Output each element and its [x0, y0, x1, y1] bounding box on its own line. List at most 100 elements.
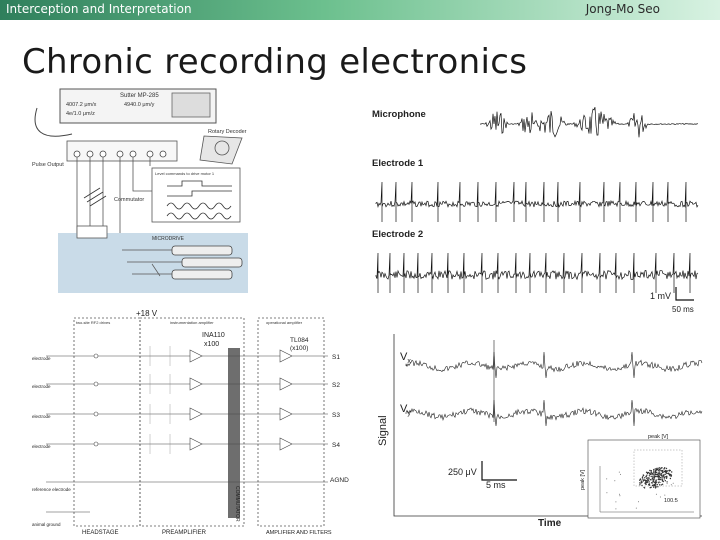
- scatter-dot: [653, 470, 655, 472]
- scatter-dot: [618, 471, 620, 473]
- scatter-dot: [642, 480, 644, 482]
- device-label: Sutter MP-285: [120, 93, 159, 99]
- output-label: S4: [332, 442, 340, 449]
- scatter-dot: [670, 475, 672, 477]
- scatter-dot: [656, 481, 658, 483]
- scatter-dot: [658, 478, 661, 481]
- scatter-dot: [644, 483, 647, 485]
- bias-resistor: [149, 404, 171, 424]
- scatter-dot: [652, 478, 654, 480]
- reference-electrode-label: reference electrode: [32, 487, 71, 492]
- scatter-dot: [654, 468, 656, 470]
- filter-amp: [202, 437, 328, 451]
- scatter-dot: [657, 470, 659, 472]
- pulse-output-label: Pulse Output: [32, 162, 64, 168]
- scatter-dot: [653, 477, 656, 479]
- headstage-node: [93, 381, 99, 387]
- scatter-dot: [666, 481, 668, 483]
- scatter-dot: [661, 478, 663, 480]
- inset-x-label: peak [V]: [648, 434, 669, 440]
- scatter-dot: [671, 471, 673, 473]
- electrode2-trace: [375, 252, 699, 293]
- scatter-dot: [669, 474, 671, 477]
- filter-box: [257, 317, 325, 527]
- scatter-dot: [661, 476, 663, 478]
- scatter-dot: [646, 472, 649, 475]
- signal-scale-time: 5 ms: [486, 480, 506, 490]
- scatter-dot: [652, 475, 654, 477]
- scatter-dot: [655, 468, 658, 470]
- scatter-dot: [664, 494, 666, 496]
- electrode-label: electrode: [32, 384, 51, 389]
- scatter-dot: [659, 496, 661, 498]
- scatter-dot: [654, 471, 657, 473]
- scatter-dot: [653, 478, 655, 481]
- tl-label: TL084: [290, 337, 309, 344]
- scatter-dot: [639, 484, 641, 486]
- inset-y-label: peak [V]: [580, 469, 586, 490]
- scatter-dot: [656, 473, 658, 476]
- scatter-dot: [649, 472, 651, 475]
- scatter-dot: [619, 493, 620, 495]
- commutator-bar: [228, 348, 240, 518]
- signal-ylabel: Signal: [377, 415, 389, 446]
- trace-scale-voltage: 1 mV: [650, 291, 671, 301]
- scatter-dot: [661, 470, 663, 472]
- svg-text:Vx: Vx: [400, 351, 411, 365]
- scatter-dot: [663, 478, 665, 480]
- output-label: S2: [332, 382, 340, 389]
- scatter-dot: [653, 486, 655, 488]
- scatter-dot: [639, 482, 641, 484]
- scatter-dot: [664, 473, 666, 475]
- preamp-box: [139, 317, 245, 527]
- vx-subscript: x: [407, 358, 411, 365]
- scatter-dot: [658, 475, 661, 478]
- scatter-dot: [654, 481, 657, 483]
- scatter-dot: [650, 472, 652, 474]
- rotary-decoder: [199, 135, 243, 165]
- scatter-dot: [652, 480, 654, 482]
- commutator-label: Commutator: [114, 197, 144, 203]
- scatter-dot: [645, 480, 647, 482]
- scatter-dot: [645, 476, 647, 478]
- scatter-dot: [652, 485, 654, 487]
- headstage-node: [93, 411, 99, 417]
- supply-label: +18 V: [136, 309, 158, 318]
- instrumentation-amp: [140, 349, 203, 363]
- scatter-dot: [654, 484, 656, 487]
- headstage-caption: HEADSTAGE: [82, 530, 119, 536]
- scatter-dot: [615, 508, 617, 510]
- pulse-table: [151, 167, 241, 223]
- recording-setup-diagram: Sutter MP-285 4007.2 μm/x 4940.0 μm/y 4e…: [32, 86, 260, 301]
- scatter-dot: [641, 484, 643, 487]
- scatter-dot: [662, 475, 664, 478]
- scatter-dot: [657, 475, 659, 477]
- scatter-dot: [635, 507, 637, 509]
- agnd-label: AGND: [330, 477, 349, 484]
- scatter-dot: [650, 479, 652, 481]
- scatter-dot: [658, 484, 661, 486]
- scatter-dot: [639, 478, 641, 481]
- slide-title: Chronic recording electronics: [22, 42, 528, 82]
- scatter-dot: [651, 482, 654, 484]
- amp-filters-caption: AMPLIFIER AND FILTERS: [266, 530, 332, 536]
- scatter-dot: [655, 493, 657, 495]
- header-bar: Interception and Interpretation Jong-Mo …: [0, 0, 720, 20]
- commutator-bar-label: COMMUTATOR: [234, 486, 240, 522]
- trace-scale-bar: [675, 287, 694, 301]
- output-label: S3: [332, 412, 340, 419]
- scatter-dot: [658, 473, 660, 475]
- scatter-dot: [656, 483, 658, 486]
- scatter-dot: [648, 484, 650, 486]
- scatter-dot: [650, 486, 652, 489]
- scatter-dot: [642, 474, 644, 476]
- readout-1: 4007.2 μm/x: [66, 102, 97, 108]
- scatter-dot: [653, 471, 655, 473]
- headstage-box-label: two-site RF2 drives: [76, 320, 110, 325]
- scatter-dot: [666, 472, 668, 475]
- amplifier-circuit: +18 V two-site RF2 drives instrumentatio…: [30, 306, 375, 538]
- scatter-dot: [664, 467, 666, 469]
- scatter-dot: [662, 474, 665, 476]
- filter-amp: [202, 407, 328, 421]
- scatter-dot: [670, 484, 672, 486]
